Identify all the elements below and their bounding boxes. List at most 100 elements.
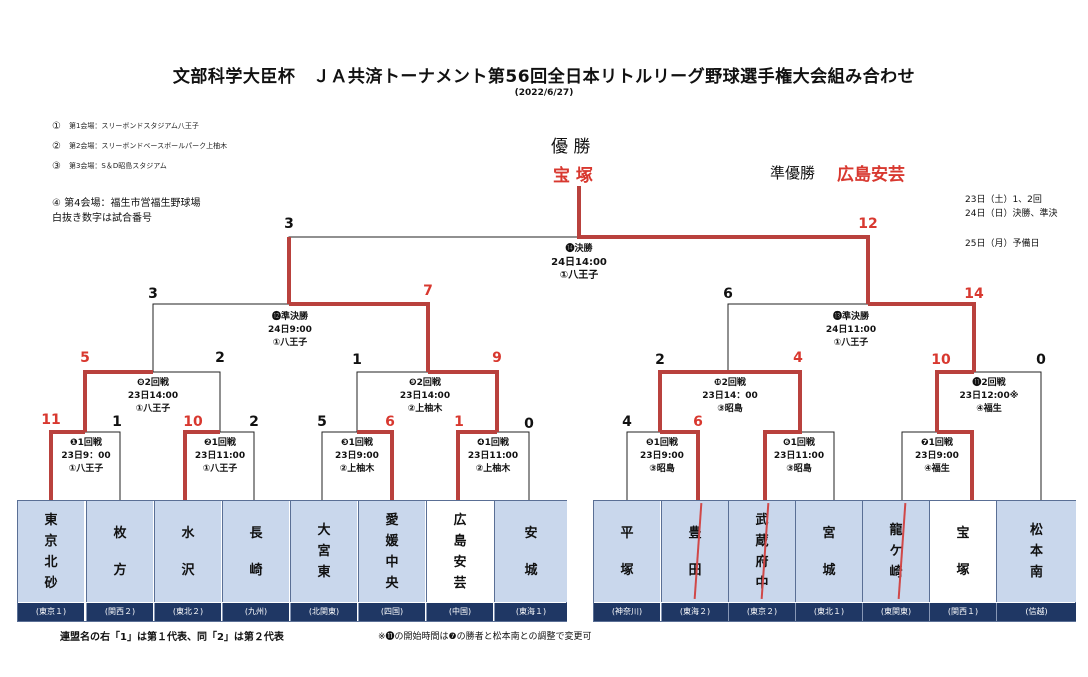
region-label: (東海２) — [661, 603, 728, 621]
match-label-m6: ❻1回戦 23日11:00 ③昭島 — [734, 437, 864, 476]
team-char: 京 — [44, 533, 58, 549]
match-name: ❹1回戦 — [477, 438, 509, 448]
match-label-m5: ❺1回戦 23日9:00 ③昭島 — [597, 437, 727, 476]
team-char: 南 — [1029, 565, 1043, 580]
match-venue: ②上柚木 — [339, 464, 375, 474]
score-r1: 5 — [317, 414, 327, 430]
team-char: 水 — [181, 525, 195, 541]
match-label-m1: ❶1回戦 23日9：00 ①八王子 — [21, 437, 151, 476]
score-r2: 2 — [655, 352, 665, 368]
venue-mark: ③ — [52, 160, 61, 172]
region-label: (東関東) — [862, 603, 929, 621]
score-final-right: 12 — [858, 216, 878, 232]
match-venue: ②上柚木 — [407, 404, 443, 414]
match-venue: ①八王子 — [272, 338, 308, 348]
match-name: ❽2回戦 — [137, 378, 169, 388]
venue-text: 第3会場：S＆D昭島スタジアム — [68, 162, 167, 170]
match-time: 23日11:00 — [773, 451, 825, 461]
team-char: 宮 — [317, 544, 331, 559]
score-r2: 1 — [352, 352, 362, 368]
runner-up-label: 準優勝 — [770, 164, 816, 182]
team-matsumoto-minami: 松本南 — [996, 501, 1076, 602]
team-char: 東 — [317, 565, 331, 580]
match-venue: ①八王子 — [559, 270, 599, 281]
winner-line — [456, 430, 497, 500]
match-time: 23日12:00※ — [959, 391, 1019, 401]
region-label: (関西１) — [929, 603, 996, 621]
team-char: 城 — [822, 562, 836, 578]
match-name: ⓮決勝 — [565, 244, 593, 254]
match-time: 23日9:00 — [335, 451, 379, 461]
team-char: ケ — [889, 544, 903, 559]
team-char: 平 — [620, 525, 634, 541]
team-char: 安 — [453, 554, 467, 570]
team-char: 愛 — [385, 512, 399, 528]
region-label: (北関東) — [290, 603, 357, 621]
match-time: 23日9:00 — [915, 451, 959, 461]
region-label: (関西２) — [86, 603, 153, 621]
match-name: ❺1回戦 — [646, 438, 678, 448]
team-char: 沢 — [181, 562, 195, 578]
page-date: (2022/6/27) — [514, 88, 574, 98]
footer-right: ※⓫の開始時間は❼の勝者と松本南との調整で変更可 — [378, 632, 592, 642]
score-r2: 0 — [1036, 352, 1046, 368]
winner-line — [289, 302, 430, 372]
score-r1: 6 — [385, 414, 395, 430]
venue-text: 第1会場：スリーボンドスタジアム八王子 — [68, 122, 199, 130]
winner-line — [83, 370, 153, 432]
match-time: 23日9：00 — [61, 451, 111, 461]
runner-up-team: 広島安芸 — [837, 165, 905, 185]
region-label: (神奈川) — [594, 603, 660, 621]
match-name: ❼1回戦 — [921, 438, 953, 448]
team-ehime-chuo: 愛媛中央 — [358, 501, 425, 602]
footer-left: 連盟名の右「1」は第１代表、同「2」は第２代表 — [60, 632, 284, 643]
team-char: 北 — [44, 554, 58, 570]
score-semi: 6 — [723, 286, 733, 302]
score-r2: 5 — [80, 350, 90, 366]
match-venue: ①八王子 — [135, 404, 171, 414]
match-label-m11: ⓫2回戦 23日12:00※ ④福生 — [924, 377, 1054, 416]
match-venue: ③昭島 — [649, 464, 675, 474]
match-time: 24日14:00 — [551, 257, 607, 268]
match-venue: ①八王子 — [202, 464, 238, 474]
team-nagasaki: 長崎 — [222, 501, 289, 602]
match-time: 24日11:00 — [825, 325, 877, 335]
team-char: 砂 — [44, 575, 58, 591]
team-char: 東 — [44, 512, 58, 528]
score-semi: 3 — [148, 286, 158, 302]
schedule-line: 25日（月）予備日 — [965, 239, 1040, 249]
team-char: 媛 — [385, 533, 399, 549]
winner-line — [728, 370, 802, 500]
schedule-line: 24日（日）決勝、準決 — [965, 209, 1058, 219]
region-label: (九州) — [222, 603, 289, 621]
winner-line — [428, 370, 499, 432]
match-label-m7: ❼1回戦 23日9:00 ④福生 — [872, 437, 1002, 476]
team-anjo: 安城 — [494, 501, 567, 602]
match-name: ❸1回戦 — [341, 438, 373, 448]
team-char: 枚 — [113, 525, 127, 541]
match-label-m3: ❸1回戦 23日9:00 ②上柚木 — [292, 437, 422, 476]
team-char: 塚 — [956, 562, 970, 578]
team-char: 崎 — [249, 562, 263, 578]
region-label: (中国) — [426, 603, 493, 621]
team-char: 龍 — [889, 523, 903, 538]
match-venue: ④福生 — [976, 404, 1002, 414]
match-name: ❾2回戦 — [409, 378, 441, 388]
score-semi: 14 — [964, 286, 984, 302]
region-label: (東北２) — [154, 603, 221, 621]
winner-line — [868, 302, 976, 372]
team-char: 長 — [249, 525, 263, 541]
schedule-line: 23日（土）1、2回 — [965, 195, 1042, 205]
match-label-m4: ❹1回戦 23日11:00 ②上柚木 — [428, 437, 558, 476]
score-r2: 9 — [492, 350, 502, 366]
champion-team: 宝 塚 — [553, 166, 593, 186]
score-r1: 1 — [112, 414, 122, 430]
match-time: 23日11:00 — [194, 451, 246, 461]
match-venue: ①八王子 — [68, 464, 104, 474]
match-venue: ③昭島 — [717, 404, 743, 414]
winner-line — [660, 430, 700, 500]
winner-line — [357, 430, 394, 500]
match-name: ⓬準決勝 — [271, 312, 308, 322]
region-label: (東京２) — [728, 603, 795, 621]
score-r1: 6 — [693, 414, 703, 430]
